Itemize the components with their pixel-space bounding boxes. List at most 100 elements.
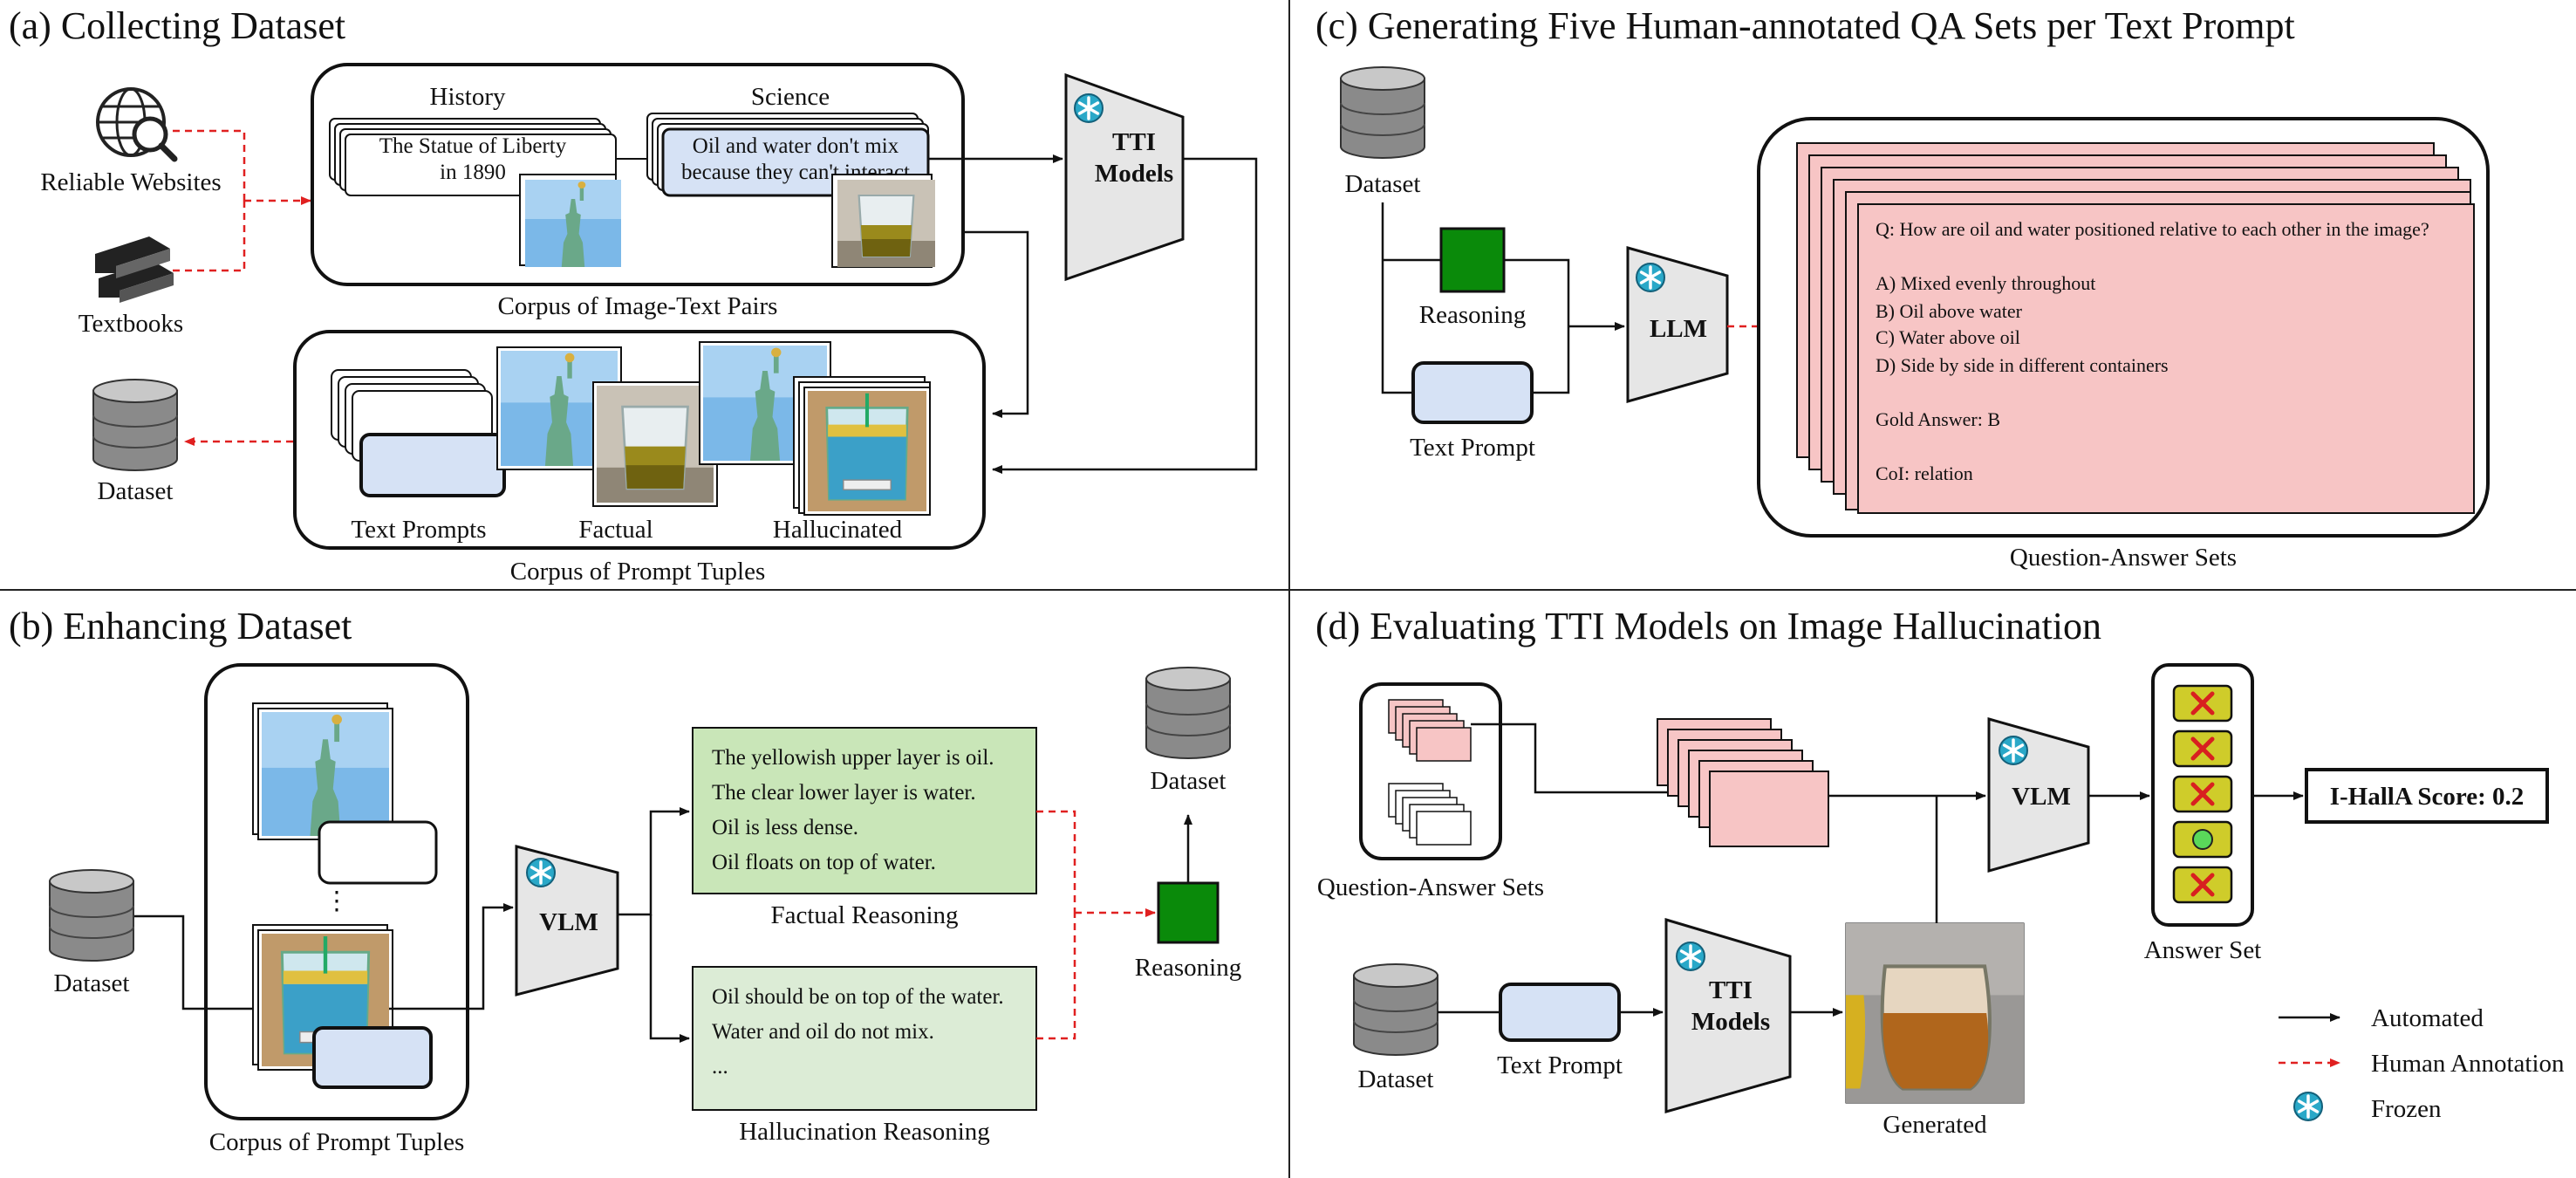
tti-label-line2: Models: [1095, 160, 1173, 188]
qa-large-pink-stack: [1657, 718, 1829, 847]
hallucination-line: Water and oil do not mix.: [712, 1020, 934, 1044]
reasoning-label: Reasoning: [1135, 954, 1241, 982]
qa-coi: CoI: relation: [1876, 462, 1973, 484]
factual-line: Oil floats on top of water.: [712, 851, 936, 874]
hallucination-reasoning-label: Hallucination Reasoning: [739, 1118, 990, 1146]
qa-sets-label: Question-Answer Sets: [2010, 544, 2237, 572]
panel-d-title: (d) Evaluating TTI Models on Image Hallu…: [1315, 605, 2101, 647]
legend-frozen-label: Frozen: [2371, 1095, 2442, 1123]
science-label: Science: [751, 83, 830, 111]
frozen-icon: [1073, 92, 1104, 124]
qa-option: B) Oil above water: [1876, 300, 2023, 322]
qa-line: [1471, 723, 1710, 794]
score-box: [2305, 768, 2549, 824]
legend-human-label: Human Annotation: [2371, 1050, 2565, 1078]
dataset-icon: [92, 379, 178, 471]
tti-models-block: [1064, 72, 1185, 282]
answer-set-label: Answer Set: [2144, 936, 2262, 964]
factual-reasoning-label: Factual Reasoning: [770, 901, 958, 929]
factual-images: [496, 346, 718, 507]
tti-label-line2: Models: [1691, 1008, 1770, 1036]
qa-option: C) Water above oil: [1876, 326, 2020, 348]
tti-label-line1: TTI: [1709, 976, 1753, 1004]
frozen-icon: [1635, 262, 1666, 293]
dataset-icon: [1340, 66, 1425, 159]
generated-label: Generated: [1882, 1111, 1987, 1139]
dataset-label: Dataset: [1151, 767, 1227, 795]
textbooks-label: Textbooks: [79, 310, 183, 338]
frozen-icon: [1675, 941, 1706, 972]
history-statue-image: [519, 174, 621, 267]
history-card-line2: in 1890: [440, 161, 506, 184]
factual-label: Factual: [578, 516, 653, 544]
reasoning-square: [1157, 881, 1220, 944]
generated-image: [1846, 923, 2024, 1103]
factual-line: Oil is less dense.: [712, 816, 858, 839]
qa-option: A) Mixed evenly throughout: [1876, 272, 2095, 294]
reasoning-label: Reasoning: [1419, 301, 1526, 329]
panel-d: (d) Evaluating TTI Models on Image Hallu…: [1315, 605, 2565, 1139]
qa-card-stack: [1796, 142, 2475, 514]
answer-wrong-icon: [2172, 775, 2233, 813]
reasoning-square: [1439, 227, 1506, 293]
score-label: I-HallA Score: 0.2: [2330, 783, 2525, 811]
vlm-to-factual-arrow: [618, 807, 690, 916]
qa-question: Q: How are oil and water positioned rela…: [1876, 218, 2429, 240]
dataset-icon: [49, 869, 134, 962]
vlm-to-hallucination-arrow: [649, 914, 690, 1043]
legend-automated-label: Automated: [2371, 1004, 2484, 1032]
tti-to-tuples-arrow: [992, 157, 1258, 474]
text-prompts-label: Text Prompts: [351, 516, 486, 544]
pairs-to-tuples-arrow: [963, 230, 1029, 418]
science-glass-image: [831, 174, 937, 269]
ellipsis-label: ⋮: [325, 887, 350, 915]
factual-reasoning-box: [692, 727, 1037, 894]
hallucination-line: ...: [712, 1055, 728, 1079]
beaker-image-stack: [252, 924, 433, 1089]
dataset-icon: [1353, 963, 1438, 1056]
dataset-to-tuples-line: [134, 914, 253, 1010]
tuples-to-vlm-arrow: [389, 903, 514, 1010]
reliable-websites-label: Reliable Websites: [40, 168, 221, 196]
qa-gold-answer: Gold Answer: B: [1876, 408, 2000, 430]
vlm-label: VLM: [539, 908, 598, 936]
qa-option: D) Side by side in different containers: [1876, 354, 2169, 376]
answer-list: [2172, 684, 2233, 904]
globe-search-icon: [96, 87, 178, 162]
corpus-prompt-tuples-label: Corpus of Prompt Tuples: [510, 558, 765, 586]
dataset-branch-line: [1381, 202, 1413, 394]
answer-wrong-icon: [2172, 729, 2233, 768]
history-card-line1: The Statue of Liberty: [379, 134, 567, 158]
hallucination-line: Oil should be on top of the water.: [712, 985, 1004, 1009]
panel-b-title: (b) Enhancing Dataset: [9, 605, 352, 647]
reasoning-human-annotation-arrow: [1036, 810, 1156, 1040]
science-card-line1: Oil and water don't mix: [693, 134, 899, 158]
sources-human-annotation-arrow: [173, 129, 311, 272]
books-icon: [95, 236, 174, 303]
answer-correct-icon: [2172, 820, 2233, 859]
qa-sets-label: Question-Answer Sets: [1317, 873, 1544, 901]
science-card-stack: [646, 113, 930, 197]
panel-b: (b) Enhancing Dataset Dataset ⋮ Corpus o…: [9, 605, 1241, 1156]
factual-line: The yellowish upper layer is oil.: [712, 746, 994, 770]
text-prompts-stack: [331, 369, 506, 497]
text-prompt-box: [1499, 983, 1621, 1042]
frozen-icon: [1998, 735, 2029, 766]
statue-image-stack: [252, 702, 438, 885]
text-prompt-label: Text Prompt: [1410, 434, 1535, 462]
text-prompt-label: Text Prompt: [1497, 1051, 1623, 1079]
qa-mini-pink-stack: [1388, 699, 1472, 762]
vlm-label: VLM: [2012, 783, 2071, 811]
panel-c: (c) Generating Five Human-annotated QA S…: [1315, 4, 2490, 572]
frozen-icon: [2292, 1091, 2324, 1122]
hallucinated-label: Hallucinated: [773, 516, 903, 544]
tti-label-line1: TTI: [1112, 128, 1156, 156]
hallucinated-images: [699, 341, 931, 516]
corpus-prompt-tuples-label: Corpus of Prompt Tuples: [209, 1128, 464, 1156]
qa-mini-white-stack: [1388, 783, 1472, 846]
hallucination-reasoning-box: [692, 966, 1037, 1111]
dataset-label: Dataset: [1358, 1065, 1434, 1093]
panel-a: (a) Collecting Dataset Reliable Websites…: [9, 4, 1258, 586]
factual-line: The clear lower layer is water.: [712, 781, 976, 805]
